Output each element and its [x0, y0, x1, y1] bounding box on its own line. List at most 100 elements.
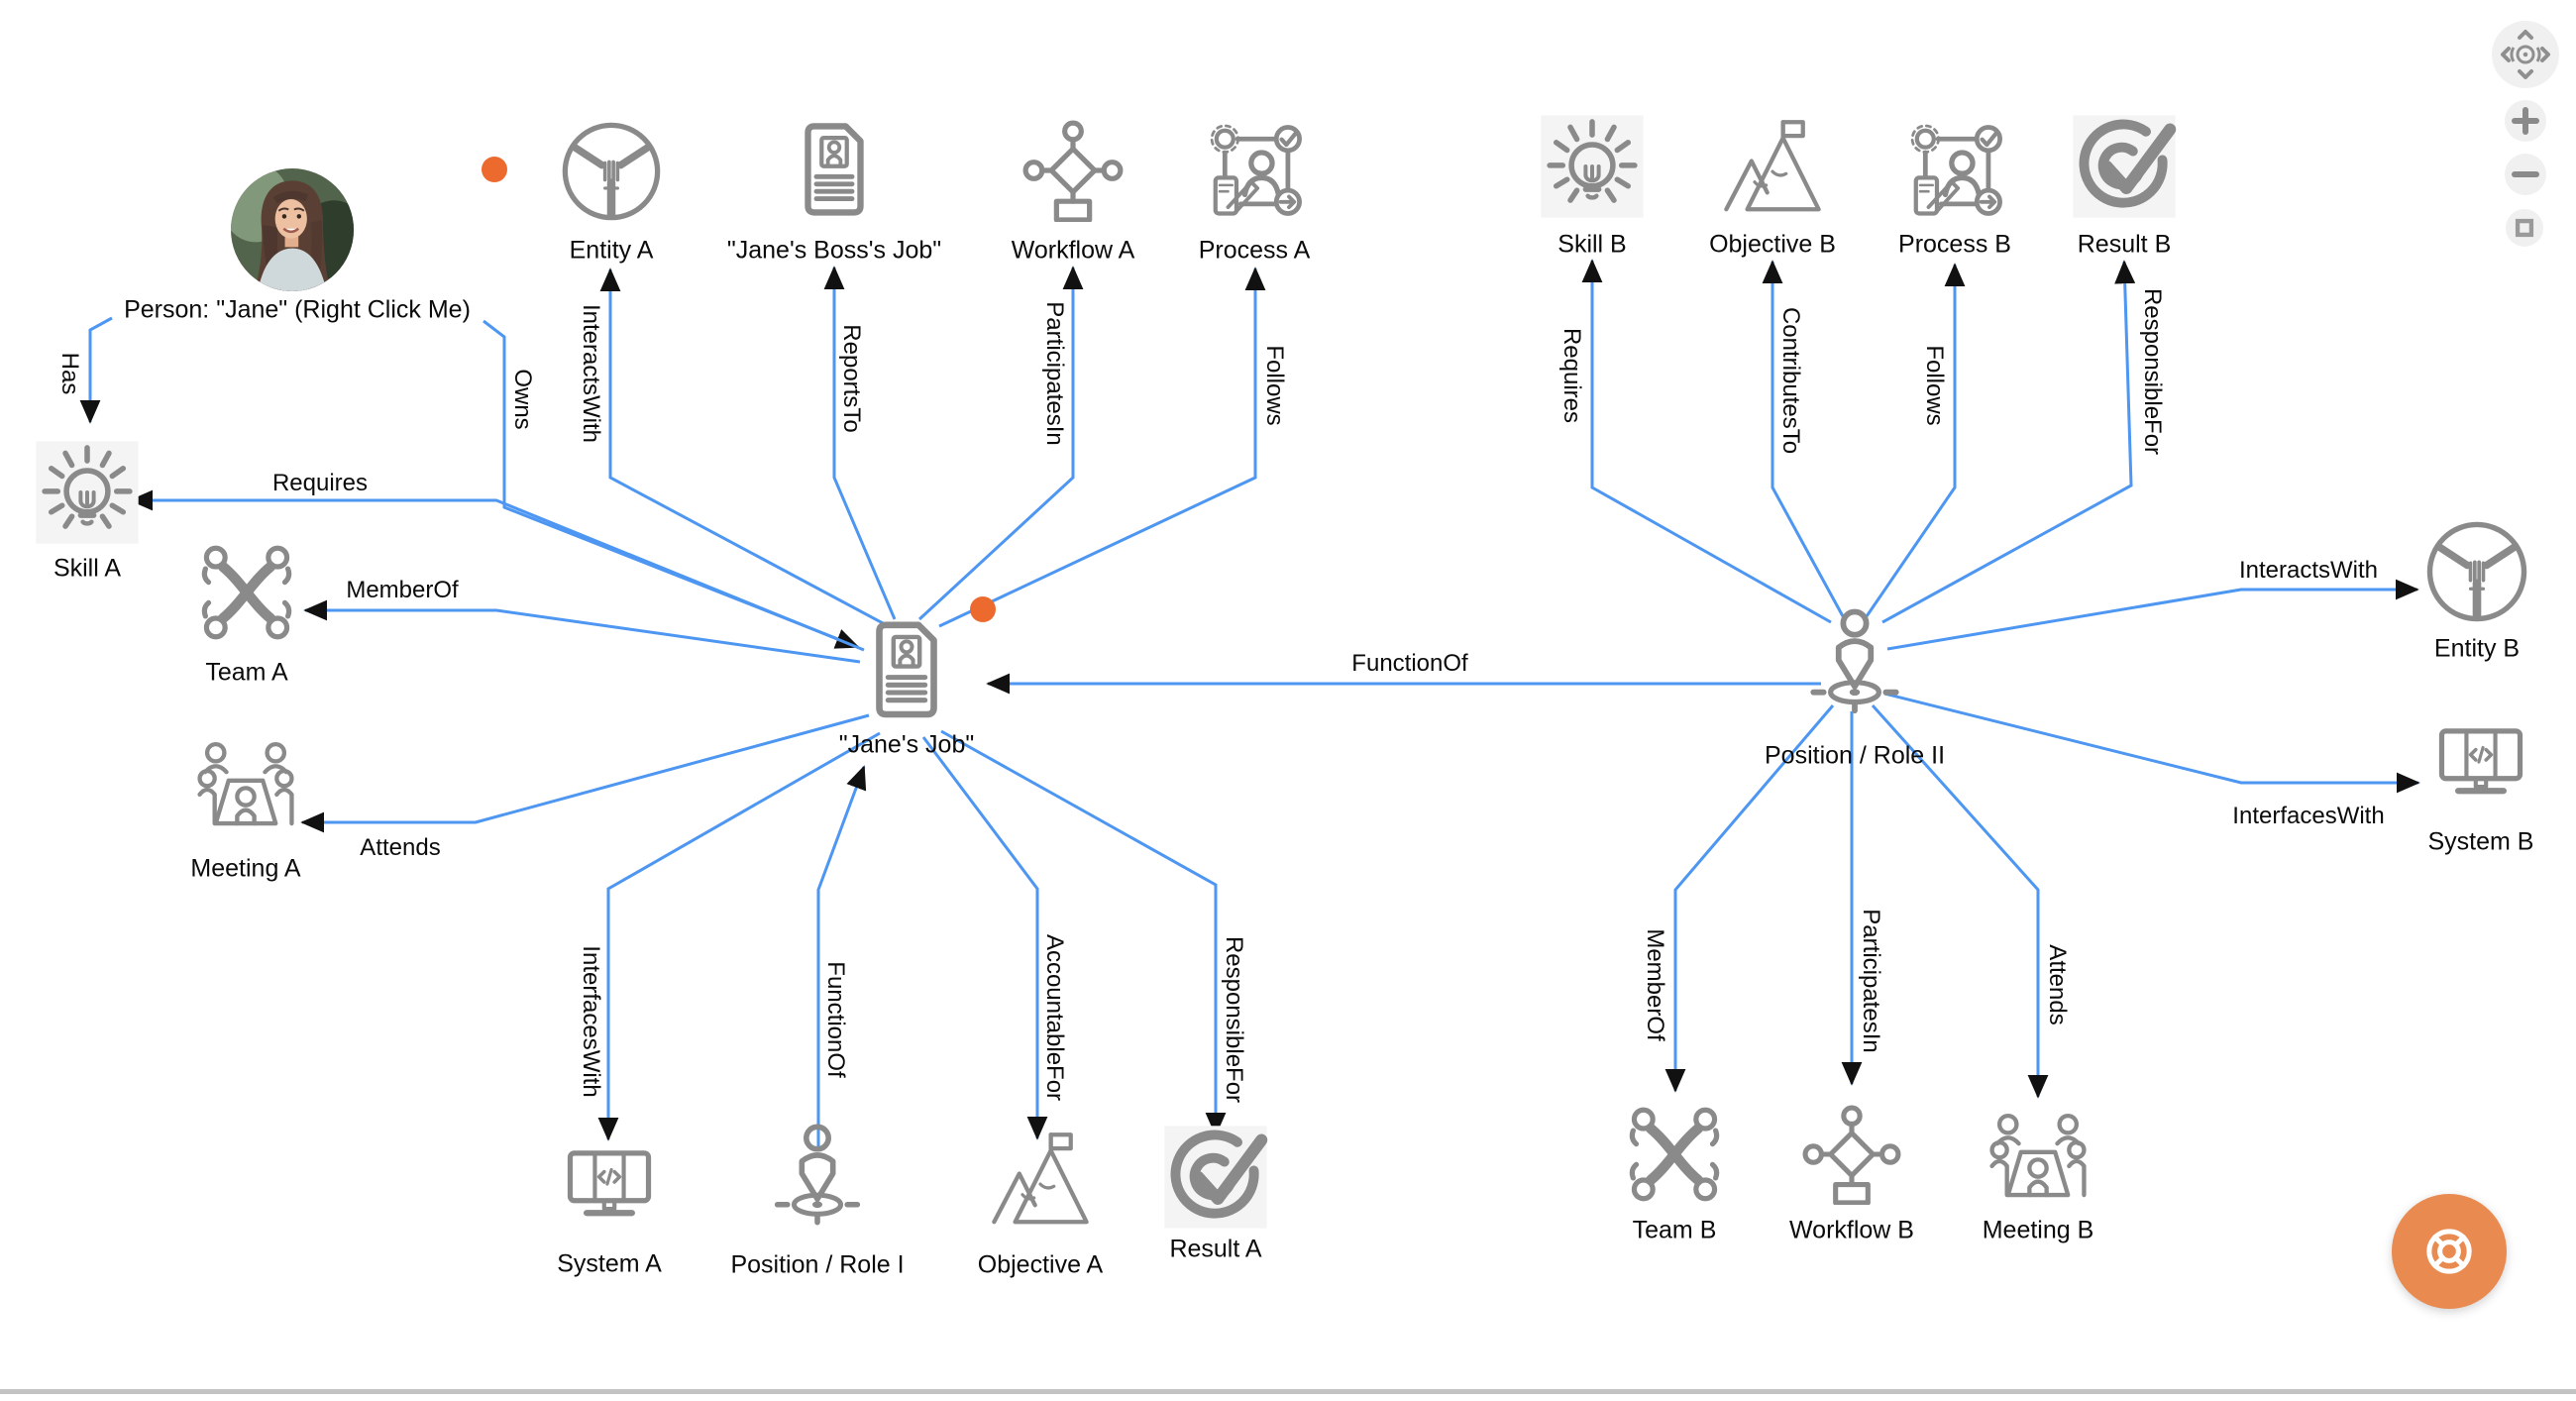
- node-label-result-a: Result A: [1169, 1235, 1262, 1263]
- node-label-entity-a: Entity A: [569, 236, 654, 265]
- node-label-janes-job: "Jane's Job": [838, 730, 975, 759]
- edge-owns[interactable]: [483, 319, 860, 649]
- edge-memberof-b[interactable]: [1664, 704, 1835, 1093]
- edge-accountablefor[interactable]: [921, 736, 1048, 1140]
- edge-label-participatesin-b: ParticipatesIn: [1858, 909, 1884, 1053]
- node-label-position-role-1: Position / Role I: [730, 1250, 905, 1279]
- edge-label-has: Has: [56, 352, 83, 395]
- edge-label-memberof-b: MemberOf: [1642, 928, 1668, 1041]
- meeting-icon: [192, 729, 299, 836]
- node-label-skill-a: Skill A: [53, 554, 122, 583]
- workflow-icon: [1801, 1104, 1902, 1205]
- position-icon: [1797, 608, 1912, 723]
- objective-icon: [1720, 117, 1825, 222]
- plus-icon: [2512, 107, 2539, 135]
- person-photo-icon: [231, 168, 354, 291]
- edge-interactswith-a[interactable]: [599, 268, 886, 626]
- orange-dot-2: [970, 596, 996, 622]
- node-label-workflow-b: Workflow B: [1789, 1216, 1914, 1244]
- edge-label-interactswith-a: InteractsWith: [578, 303, 604, 444]
- node-label-skill-b: Skill B: [1557, 230, 1627, 259]
- edge-interfaceswith-a[interactable]: [597, 731, 881, 1141]
- pan-compass-icon: [2501, 30, 2550, 79]
- system-icon: [2429, 708, 2532, 811]
- node-label-meeting-a: Meeting A: [190, 854, 301, 883]
- node-label-objective-b: Objective B: [1709, 230, 1836, 259]
- help-button[interactable]: [2392, 1194, 2507, 1309]
- edge-follows-b[interactable]: [1865, 263, 1966, 617]
- edge-interfaceswith-b[interactable]: [1883, 692, 2420, 794]
- node-label-position-role-2: Position / Role II: [1764, 741, 1946, 770]
- edge-responsiblefor-b[interactable]: [1881, 260, 2136, 624]
- edge-contributesto[interactable]: [1762, 260, 1845, 617]
- pan-control[interactable]: [2492, 21, 2559, 88]
- node-label-objective-a: Objective A: [977, 1250, 1104, 1279]
- process-icon: [1202, 118, 1307, 223]
- edge-attends-a[interactable]: [300, 713, 870, 833]
- orange-dot-1: [482, 157, 507, 182]
- edge-functionof-a[interactable]: [816, 765, 867, 1147]
- edge-requires-b[interactable]: [1581, 259, 1832, 624]
- edge-label-interfaceswith-a: InterfacesWith: [578, 945, 604, 1098]
- node-label-team-a: Team A: [205, 658, 288, 687]
- life-preserver-icon: [2426, 1229, 2472, 1274]
- zoom-out-button[interactable]: [2505, 154, 2546, 195]
- edge-label-accountablefor: AccountableFor: [1041, 933, 1068, 1102]
- result-icon: [1161, 1123, 1270, 1232]
- edge-label-attends-a: Attends: [360, 834, 441, 861]
- edge-memberof-a[interactable]: [303, 599, 861, 664]
- node-label-entity-b: Entity B: [2433, 634, 2521, 663]
- result-icon: [2070, 112, 2179, 221]
- job-card-icon: [852, 616, 961, 725]
- team-icon: [195, 541, 298, 644]
- edge-participatesin-a[interactable]: [917, 266, 1084, 621]
- skill-icon: [1538, 112, 1647, 221]
- edge-label-requires-a: Requires: [271, 470, 369, 496]
- edge-has[interactable]: [79, 316, 113, 424]
- job-card-icon: [782, 118, 887, 223]
- edge-label-memberof-a: MemberOf: [346, 577, 459, 603]
- edge-label-interfaceswith-b: InterfacesWith: [2232, 803, 2385, 829]
- system-icon: [558, 1131, 661, 1234]
- edge-responsiblefor-a[interactable]: [940, 729, 1227, 1136]
- edge-follows-a[interactable]: [938, 267, 1266, 628]
- node-label-janes-boss-job: "Jane's Boss's Job": [726, 236, 942, 265]
- edge-label-contributesto: ContributesTo: [1777, 306, 1804, 455]
- edge-label-owns: Owns: [509, 369, 536, 430]
- edge-label-follows-a: Follows: [1261, 345, 1288, 426]
- edge-attends-b[interactable]: [1871, 703, 2049, 1099]
- objective-icon: [988, 1130, 1093, 1235]
- handshake-icon: [559, 119, 664, 224]
- edge-label-follows-b: Follows: [1921, 345, 1948, 426]
- node-label-workflow-a: Workflow A: [1011, 236, 1135, 265]
- position-icon: [762, 1124, 873, 1235]
- edge-reportsto[interactable]: [823, 266, 897, 620]
- edge-label-requires-b: Requires: [1558, 327, 1585, 424]
- zoom-in-button[interactable]: [2505, 100, 2546, 142]
- process-icon: [1902, 118, 2007, 223]
- skill-icon: [33, 438, 142, 547]
- fit-view-button[interactable]: [2506, 209, 2543, 247]
- node-label-team-b: Team B: [1632, 1216, 1717, 1244]
- node-label-process-a: Process A: [1198, 236, 1311, 265]
- edge-label-responsiblefor-b: ResponsibleFor: [2139, 287, 2166, 456]
- bottom-bar: [0, 1389, 2576, 1394]
- node-label-system-b: System B: [2427, 827, 2534, 856]
- edge-label-functionof-a: FunctionOf: [822, 961, 849, 1078]
- minus-icon: [2512, 171, 2539, 177]
- node-label-person-jane: Person: "Jane" (Right Click Me): [124, 295, 471, 324]
- node-label-result-b: Result B: [2077, 230, 2172, 259]
- workflow-icon: [1021, 119, 1125, 222]
- edge-interactswith-b[interactable]: [1886, 579, 2419, 651]
- team-icon: [1623, 1103, 1726, 1206]
- edge-label-interactswith-b: InteractsWith: [2238, 557, 2379, 584]
- edge-label-reportsto: ReportsTo: [838, 324, 865, 433]
- fit-view-icon: [2515, 218, 2534, 238]
- handshake-icon: [2423, 518, 2530, 625]
- node-label-process-b: Process B: [1898, 230, 2011, 259]
- edge-label-responsiblefor-a: ResponsibleFor: [1221, 935, 1247, 1104]
- edge-requires-a[interactable]: [129, 489, 865, 652]
- meeting-icon: [1985, 1101, 2092, 1208]
